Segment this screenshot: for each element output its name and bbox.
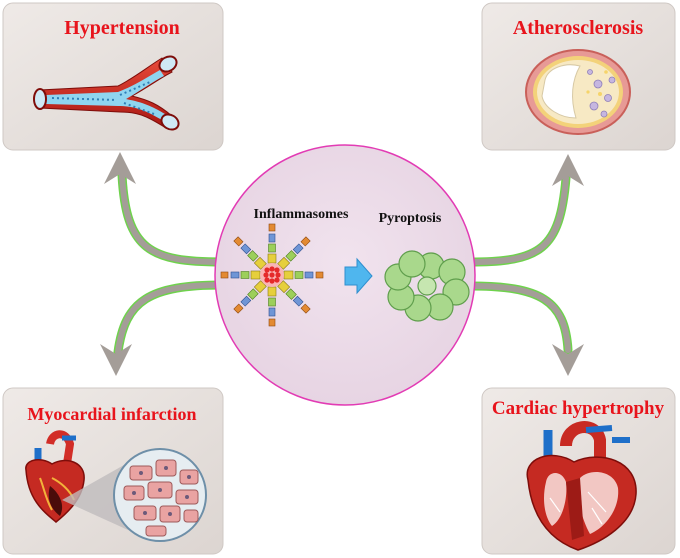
inflammasome-spoke [277, 236, 311, 270]
inflammasome-core [260, 263, 284, 287]
panel-atherosclerosis: Atherosclerosis [481, 2, 676, 151]
inflammasomes-label: Inflammasomes [254, 207, 349, 222]
inflammasome-spoke [267, 286, 277, 327]
arrow-to-hypertension [104, 152, 227, 267]
panel-cardiac-hypertrophy: Cardiac hypertrophy [481, 387, 676, 555]
panel-myocardial-infarction: Myocardial infarction [2, 387, 224, 555]
pyroptosis-label: Pyroptosis [379, 211, 442, 226]
inflammasome-spoke [267, 223, 277, 264]
arrow-to-myocardial-infarction [100, 280, 227, 376]
heart-hypertrophy-icon [526, 421, 637, 551]
arrow-to-cardiac-hypertrophy [465, 281, 584, 376]
panel-title-atherosclerosis: Atherosclerosis [513, 17, 644, 39]
inflammasome-spoke [220, 270, 261, 280]
right-arrow-icon [344, 257, 373, 295]
panel-title-myocardial-infarction: Myocardial infarction [27, 404, 196, 424]
panel-title-hypertension: Hypertension [64, 17, 180, 39]
heart-infarct-icon [25, 430, 207, 542]
inflammasome-spoke [233, 236, 267, 270]
inflammasome-spoke [283, 270, 324, 280]
blood-vessel-icon [33, 55, 180, 131]
panel-title-cardiac-hypertrophy: Cardiac hypertrophy [492, 398, 665, 419]
center-circle: Inflammasomes Pyroptosis [214, 144, 476, 406]
inflammasome-icon [220, 223, 324, 327]
inflammasome-spoke [233, 280, 267, 314]
connector-arrows [100, 152, 584, 376]
pyroptosis-ring-icon [384, 250, 470, 322]
arrow-to-atherosclerosis [465, 154, 584, 267]
inflammasome-spoke [277, 280, 311, 314]
artery-plaque-icon [525, 49, 631, 135]
panel-hypertension: Hypertension [2, 2, 224, 151]
